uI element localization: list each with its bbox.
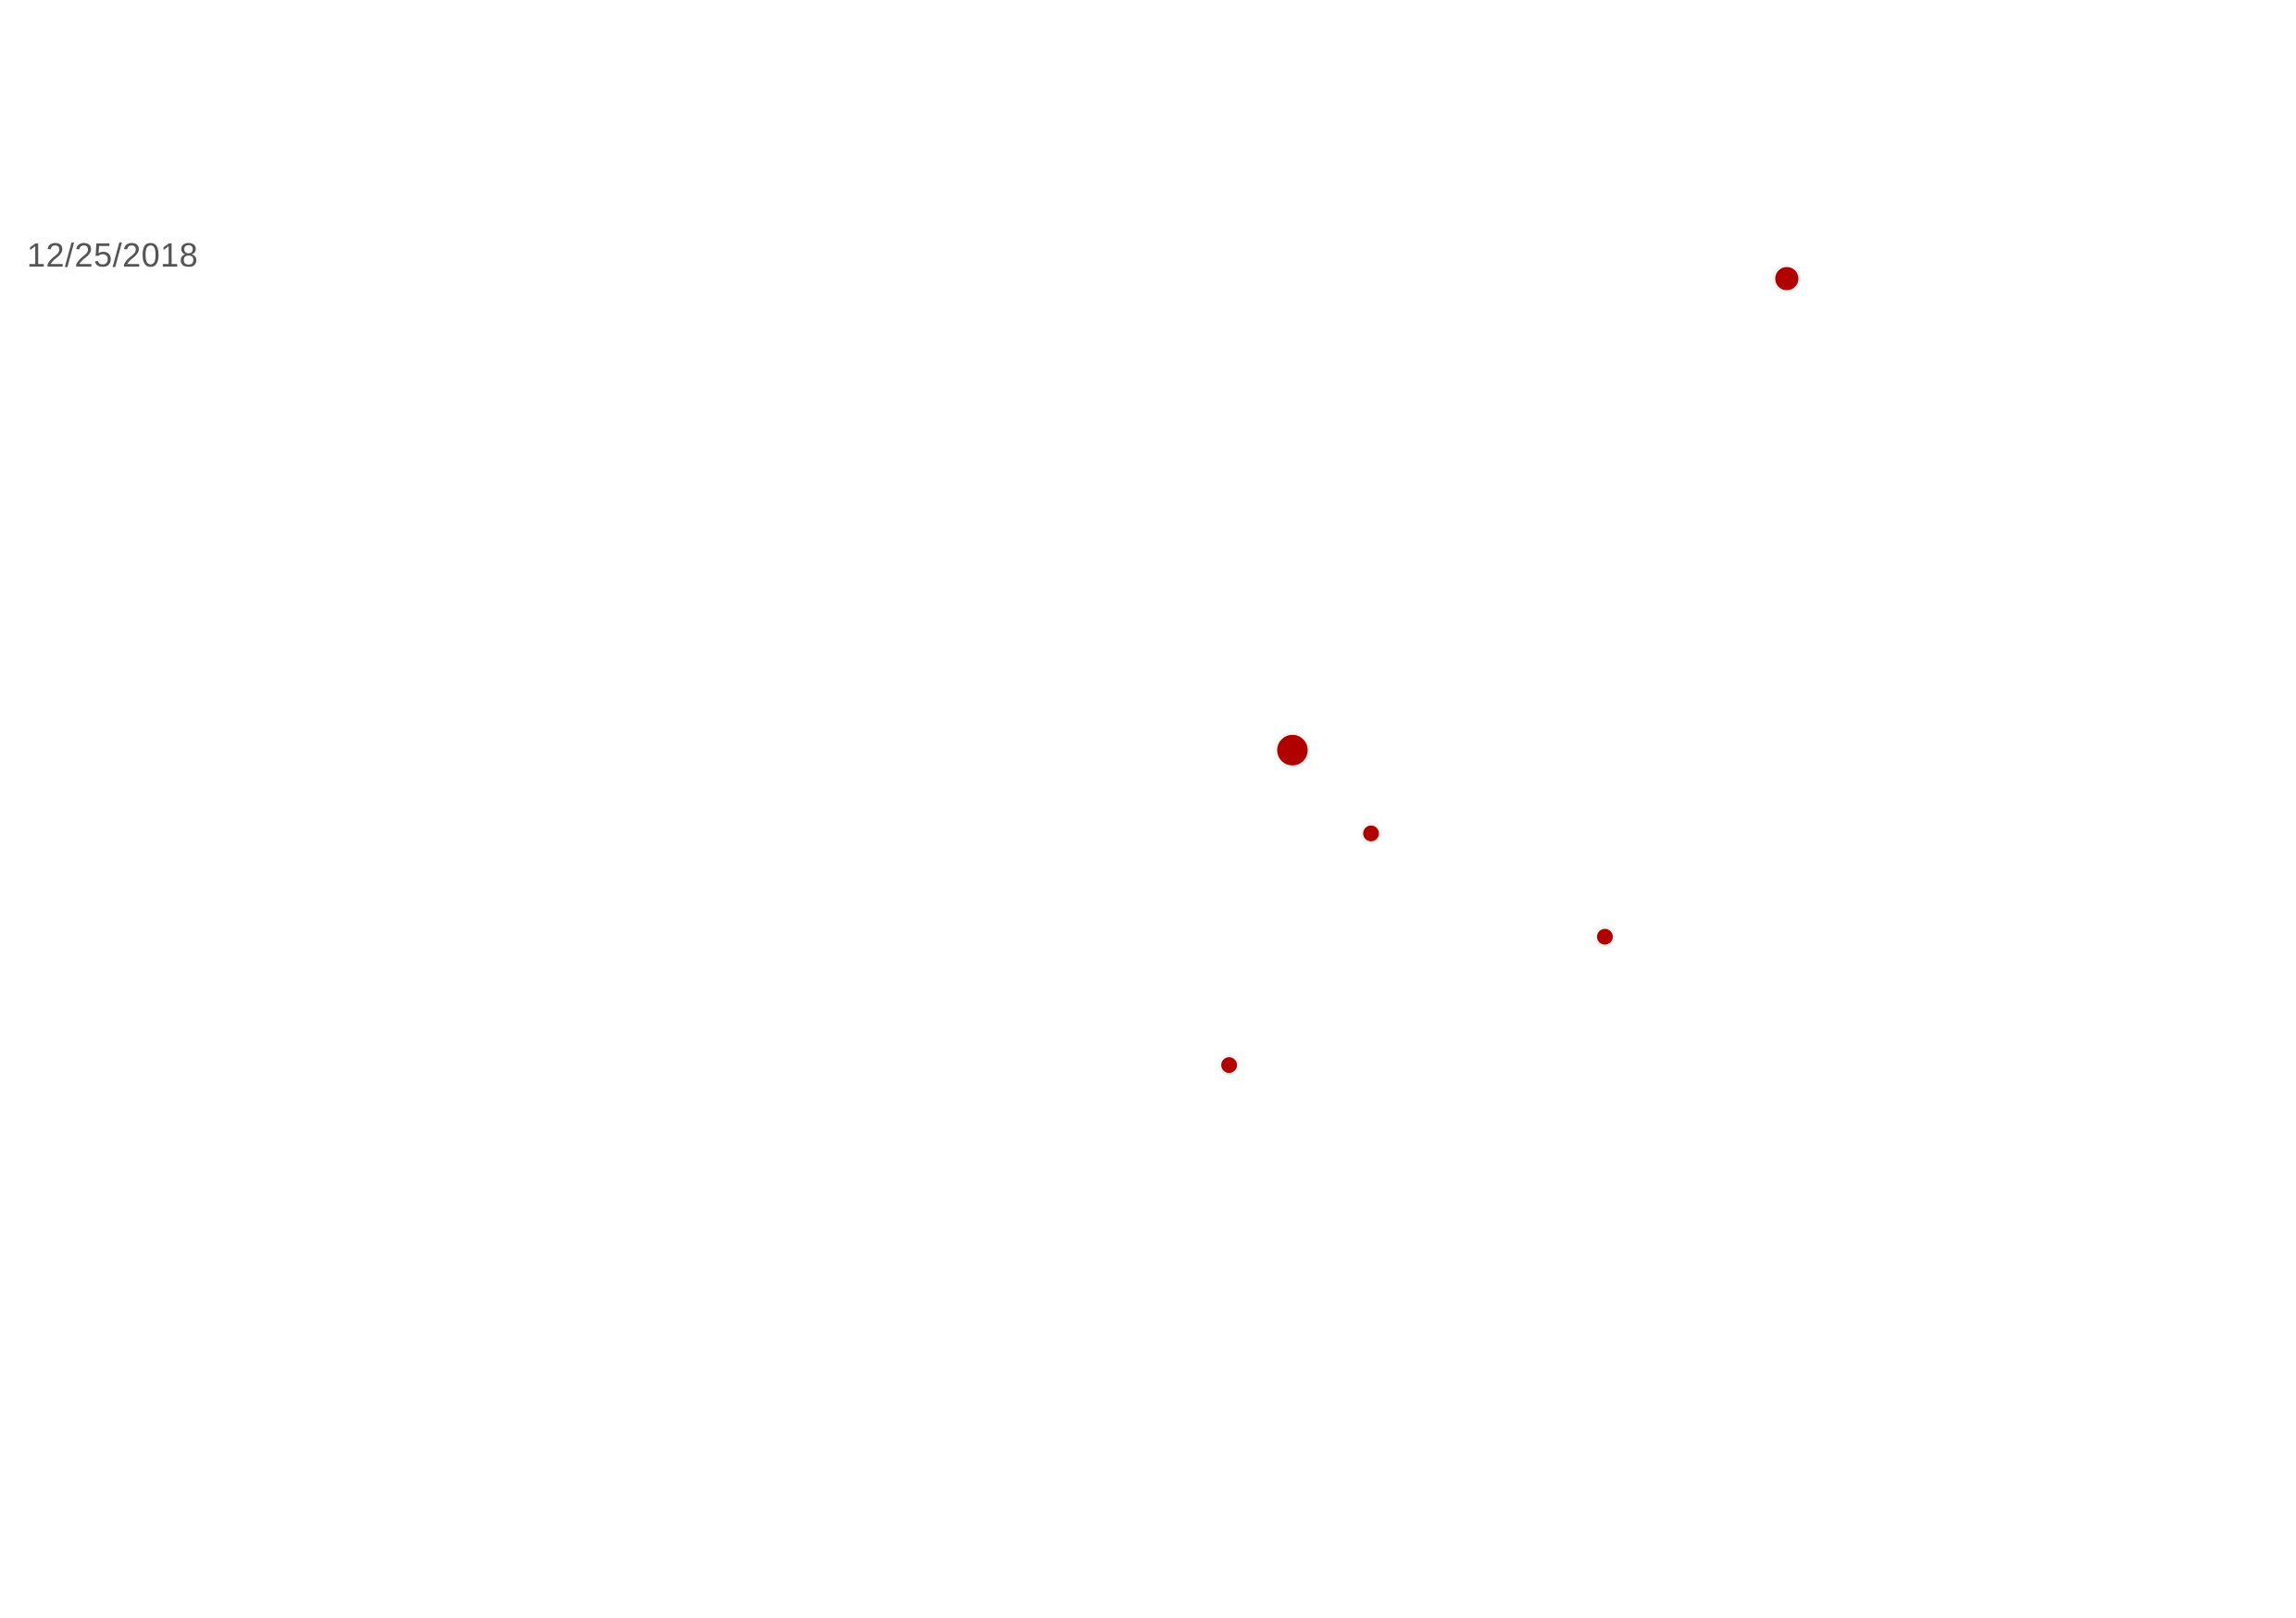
date-label: 12/25/2018 [27, 236, 199, 274]
scatter-point-3[interactable] [1360, 822, 1382, 844]
scatter-point-2[interactable] [1274, 731, 1311, 768]
scatter-point-4[interactable] [1594, 926, 1616, 948]
scatter-point-5[interactable] [1218, 1054, 1241, 1077]
scatter-point-1[interactable] [1772, 264, 1802, 293]
